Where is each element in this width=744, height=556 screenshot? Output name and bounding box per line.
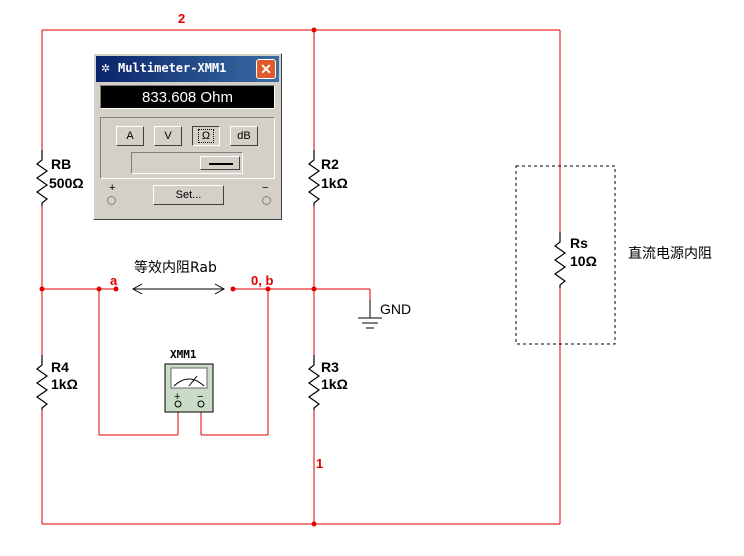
multimeter-display: 833.608 Ohm [100, 85, 275, 109]
close-button[interactable]: ✕ [256, 59, 276, 79]
multimeter-title-bar[interactable]: ✲ Multimeter-XMM1 ✕ [96, 56, 279, 82]
junction-dots [39, 27, 317, 527]
rb-value: 500Ω [49, 175, 84, 191]
xmm1-instrument[interactable] [164, 363, 214, 413]
rs-name: Rs [570, 235, 588, 251]
gnd-label: GND [380, 301, 411, 317]
node-1-label: 1 [316, 456, 323, 471]
node-a-label: a [110, 273, 118, 288]
source-internal-label: 直流电源内阻 [628, 245, 712, 262]
rs-resistor [553, 232, 567, 288]
r3-value: 1kΩ [321, 376, 348, 392]
rs-value: 10Ω [570, 253, 597, 269]
ohmmeter-button[interactable]: Ω [192, 126, 220, 146]
ammeter-button[interactable]: A [116, 126, 144, 146]
r3-resistor [307, 355, 321, 410]
xmm1-label: XMM1 [170, 348, 197, 361]
plus-terminal-jack[interactable] [107, 196, 116, 205]
rb-resistor [35, 150, 49, 206]
dc-mode-button[interactable] [200, 156, 240, 170]
multimeter-title: Multimeter-XMM1 [118, 61, 227, 75]
rab-arrow [131, 283, 226, 295]
r2-resistor [307, 150, 321, 206]
r4-value: 1kΩ [51, 376, 78, 392]
wires [41, 29, 561, 525]
signal-mode-group [131, 152, 243, 174]
source-internal-box [515, 165, 616, 345]
rb-name: RB [51, 156, 71, 172]
dc-line-icon [209, 163, 233, 165]
node-2-label: 2 [178, 11, 185, 26]
rab-label: 等效内阻Rab [134, 259, 217, 276]
r2-value: 1kΩ [321, 175, 348, 191]
plus-terminal-label: + [109, 182, 116, 194]
xmm1-plus: + [174, 391, 180, 403]
multimeter-control-panel: A V Ω dB [100, 117, 275, 179]
r2-name: R2 [321, 156, 339, 172]
multimeter-window[interactable]: ✲ Multimeter-XMM1 ✕ 833.608 Ohm A V Ω dB… [93, 53, 282, 220]
node-ob-label: 0, b [251, 273, 273, 288]
voltmeter-button[interactable]: V [154, 126, 182, 146]
ground-icon [358, 300, 382, 329]
r4-resistor [35, 355, 49, 410]
minus-terminal-label: − [262, 182, 269, 194]
set-button[interactable]: Set... [153, 185, 224, 205]
r4-name: R4 [51, 359, 69, 375]
close-icon: ✕ [260, 61, 272, 77]
decibel-button[interactable]: dB [230, 126, 258, 146]
multimeter-icon: ✲ [101, 63, 111, 75]
xmm1-minus: − [197, 391, 203, 403]
r3-name: R3 [321, 359, 339, 375]
minus-terminal-jack[interactable] [262, 196, 271, 205]
